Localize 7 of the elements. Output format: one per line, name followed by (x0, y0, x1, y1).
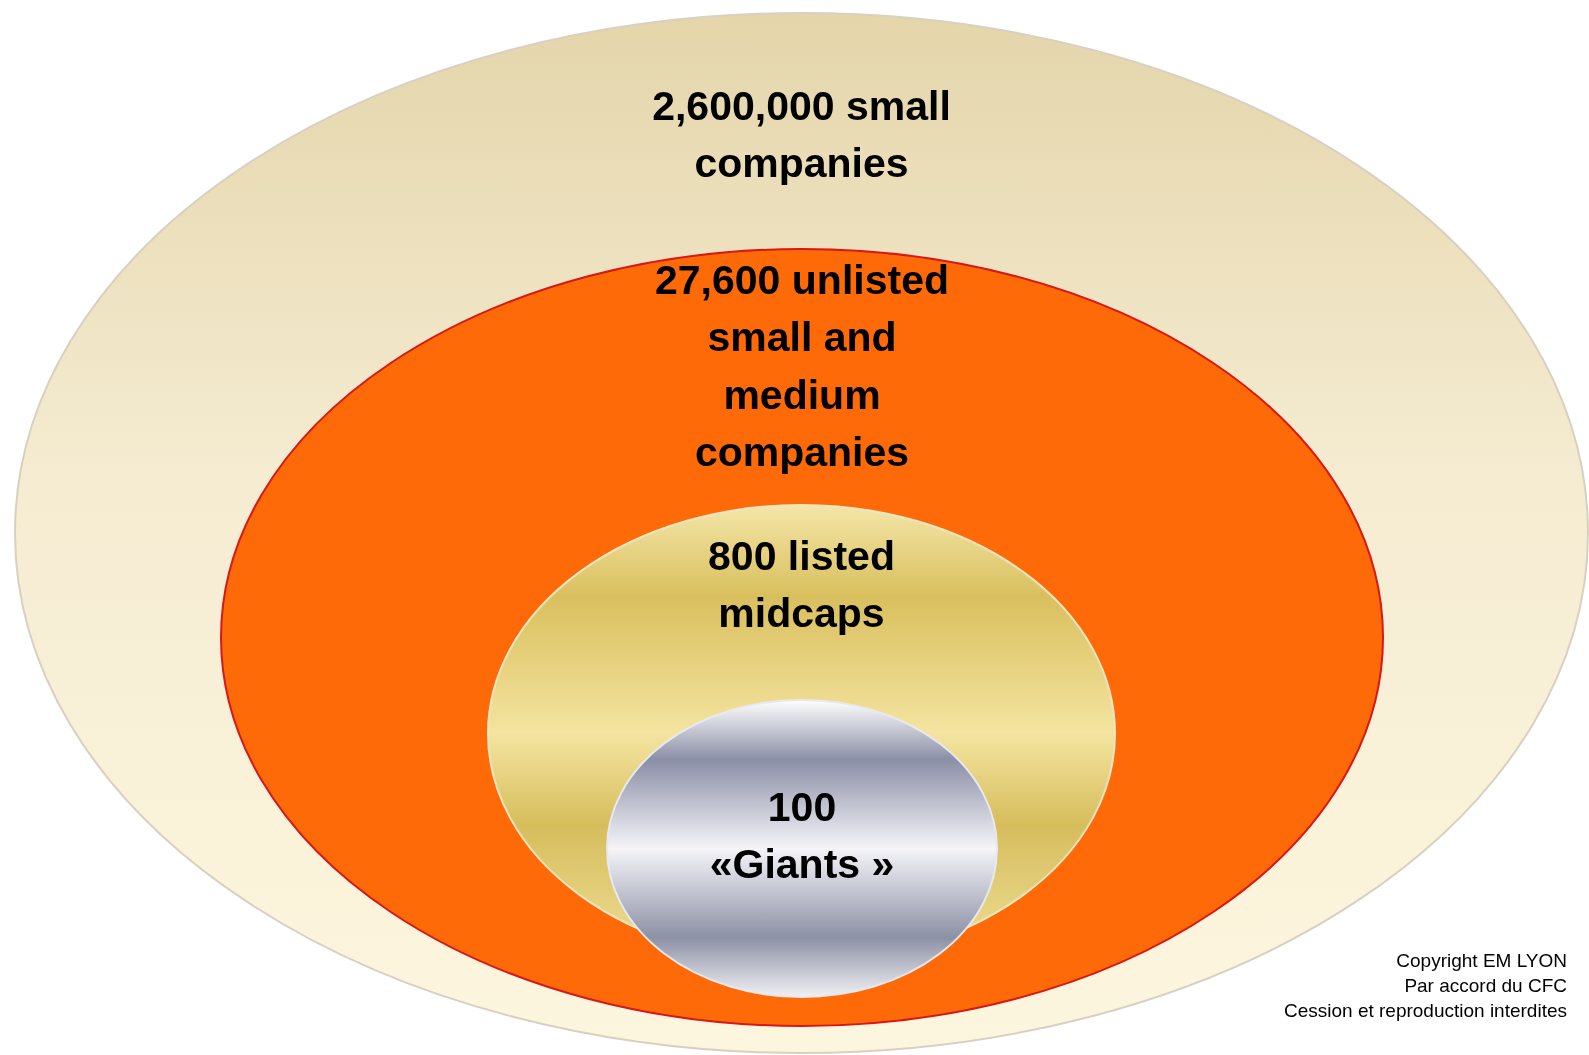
copyright-note: Cession et reproduction interdites (1283, 1000, 1567, 1022)
band-label: 2,600,000 small companies (651, 82, 952, 189)
band-label: 800 listed midcaps (707, 532, 896, 639)
copyright-note: Par accord du CFC (1404, 975, 1567, 997)
copyright-note: Copyright EM LYON (1396, 950, 1567, 972)
band-label: 100 «Giants » (708, 783, 896, 890)
band-label: 27,600 unlisted small and medium companies (654, 256, 950, 478)
